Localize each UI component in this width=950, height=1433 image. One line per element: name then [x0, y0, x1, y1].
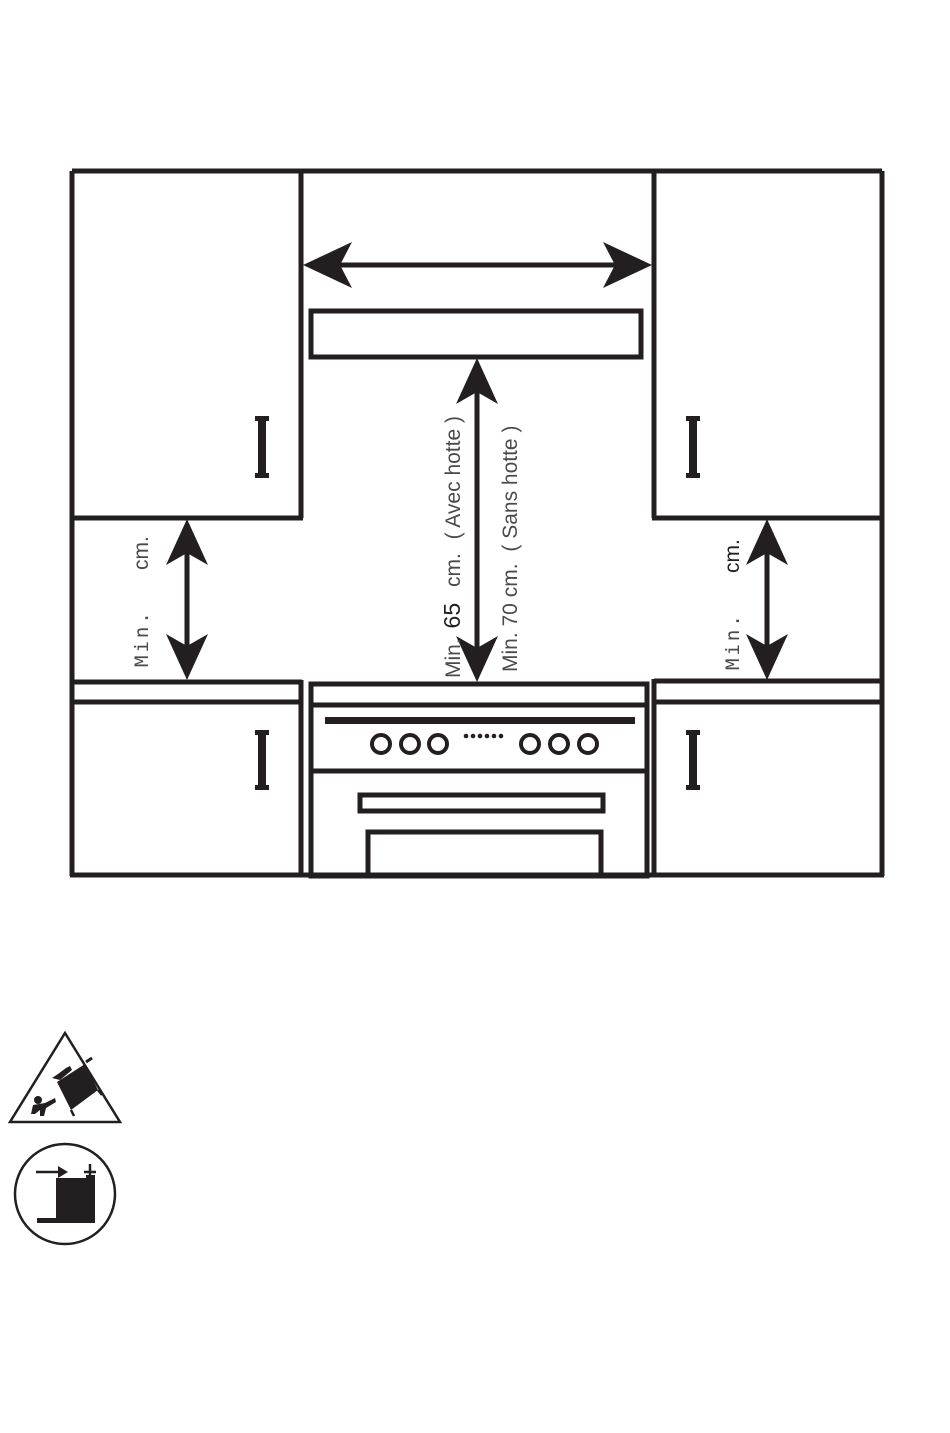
left-lower-handle — [255, 730, 269, 790]
control-dots — [464, 734, 504, 739]
right-unit-label: cm. — [721, 539, 744, 573]
left-lower-cabinet — [72, 680, 302, 875]
right-min-label: Min. — [722, 612, 744, 670]
hood-clearance-label: Min. 65 cm. ( Avec hotte ) — [439, 416, 465, 678]
left-upper-handle — [255, 416, 269, 478]
right-upper-handle — [686, 416, 700, 478]
tip-over-warning-icon — [10, 1033, 120, 1122]
no-hood-clearance-label: Min. 70 cm. ( Sans hotte ) — [499, 426, 522, 672]
left-height-arrow — [166, 519, 208, 680]
right-lower-cabinet — [654, 679, 882, 875]
cooker — [311, 684, 647, 876]
range-hood — [311, 311, 641, 357]
right-lower-handle — [686, 730, 700, 790]
drawer — [368, 832, 601, 876]
width-arrow — [303, 242, 652, 288]
control-knobs — [372, 735, 597, 753]
left-upper-cabinet — [72, 171, 303, 518]
left-min-label: Min. — [131, 609, 153, 667]
left-unit-label: cm. — [130, 536, 153, 570]
right-upper-cabinet — [652, 171, 882, 518]
anti-tip-bracket-icon — [15, 1144, 115, 1244]
oven-handle — [360, 795, 603, 811]
right-height-arrow — [746, 519, 788, 680]
